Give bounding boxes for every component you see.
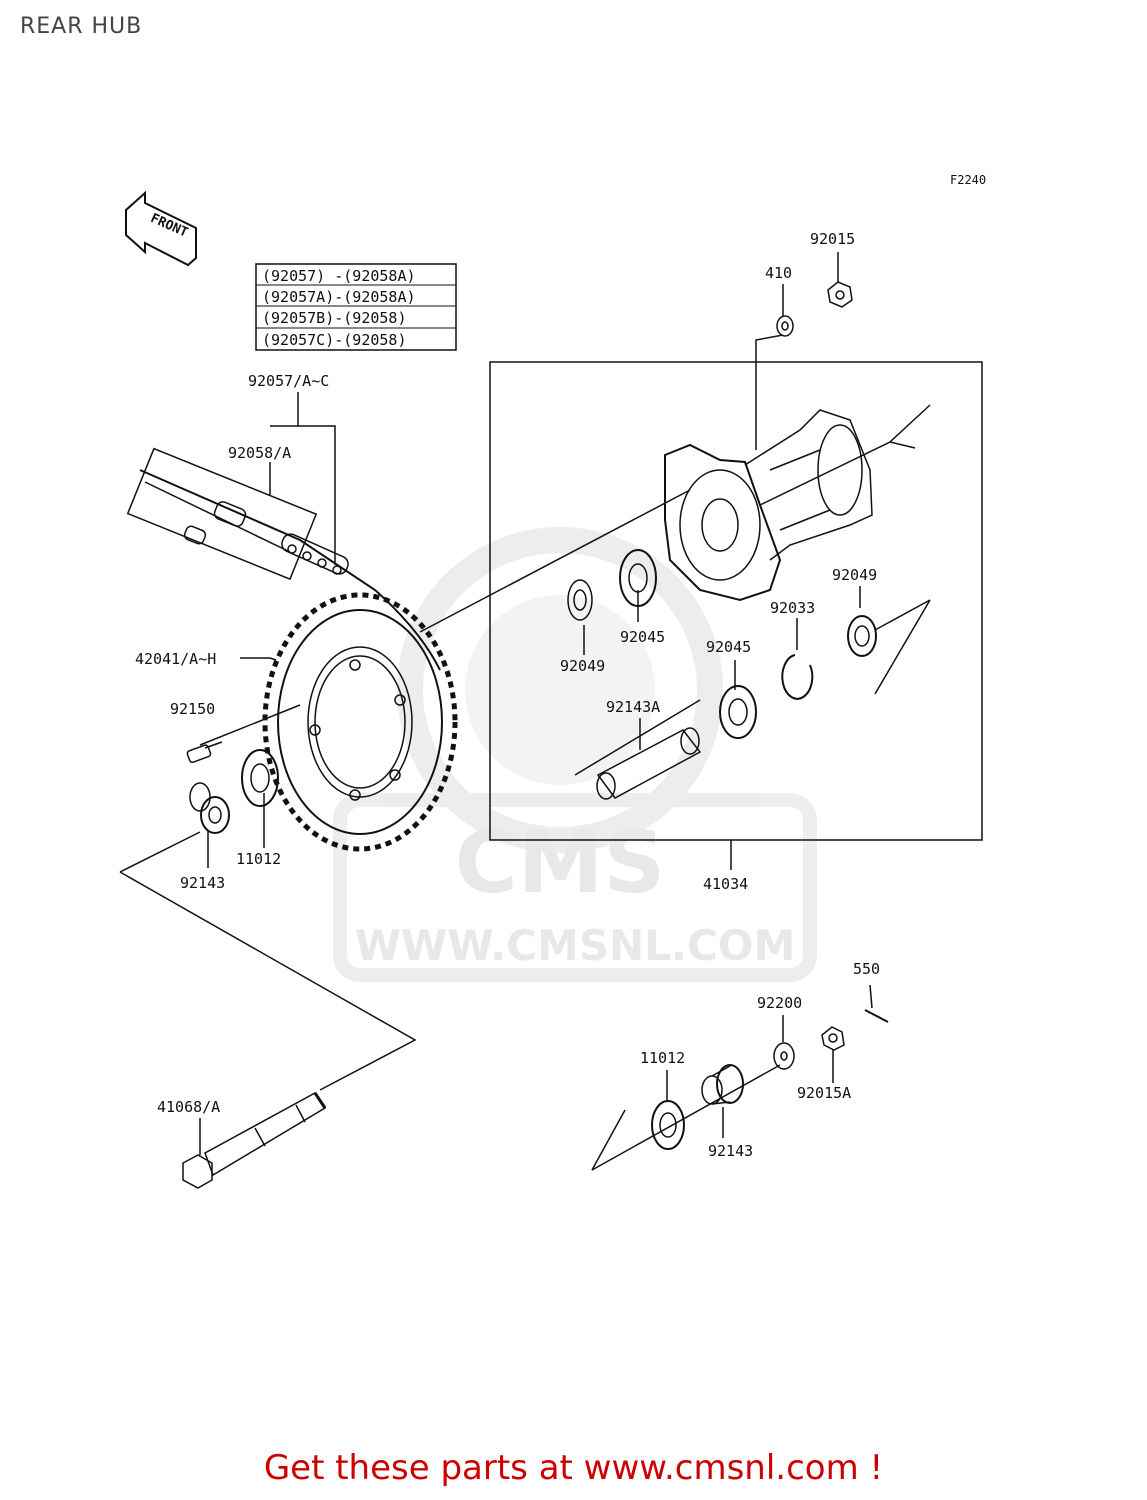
table-row: (92057B)-(92058) [262, 309, 407, 327]
bolt-92150 [186, 741, 223, 763]
master-link [183, 501, 247, 545]
part-label: 41034 [703, 875, 748, 893]
collar-92143A [596, 727, 702, 800]
part-label: 92143 [180, 874, 225, 892]
collar-92143-right [701, 1064, 744, 1105]
seal-11012-left [241, 749, 279, 807]
bearing-92045-mid [619, 549, 657, 607]
part-label: 92015 [810, 230, 855, 248]
part-label: 92049 [832, 566, 877, 584]
part-label: 92143 [708, 1142, 753, 1160]
seal-92049-left [567, 579, 593, 621]
part-label: 41068/A [157, 1098, 220, 1116]
part-label: 92143A [606, 698, 660, 716]
hub-assembly-box [489, 361, 983, 841]
part-label: 410 [765, 264, 792, 282]
part-label: 92015A [797, 1084, 851, 1102]
front-arrow-icon: FRONT [125, 190, 197, 267]
chain-links [281, 533, 349, 575]
washer-410 [776, 315, 794, 337]
part-label: 92200 [757, 994, 802, 1012]
part-label: 92045 [706, 638, 751, 656]
part-label: 42041/A~H [135, 650, 216, 668]
cotter-pin-550 [864, 1009, 889, 1023]
wheel-hub [664, 409, 873, 602]
seal-11012-right [651, 1100, 685, 1150]
part-label: 92058/A [228, 444, 291, 462]
part-label: 92057/A~C [248, 372, 329, 390]
rear-sprocket [262, 592, 458, 852]
washer-92200 [773, 1042, 795, 1070]
table-row: (92057) -(92058A) [262, 267, 416, 285]
table-row: (92057A)-(92058A) [262, 288, 416, 306]
page-title: REAR HUB [20, 14, 143, 39]
rear-hub-diagram: CMS WWW.CMSNL.COM F2240 FRONT (92057) -(… [119, 173, 986, 1189]
part-label: 92033 [770, 599, 815, 617]
footer-link[interactable]: Get these parts at www.cmsnl.com ! [263, 1448, 884, 1488]
part-label: 550 [853, 960, 880, 978]
figure-code: F2240 [950, 173, 986, 187]
circlip-92033 [781, 654, 814, 700]
watermark-logo: CMS [455, 813, 666, 913]
part-label: 11012 [236, 850, 281, 868]
collar-92143-left [189, 782, 230, 834]
part-labels: 92015 410 92057/A~C 92058/A 92049 92033 … [135, 230, 880, 1160]
nut-92015A [821, 1026, 845, 1051]
chain-reference-table: (92057) -(92058A) (92057A)-(92058A) (920… [255, 263, 457, 351]
part-label: 92150 [170, 700, 215, 718]
part-label: 92045 [620, 628, 665, 646]
watermark: CMS WWW.CMSNL.COM [333, 527, 817, 982]
part-label: 11012 [640, 1049, 685, 1067]
seal-92049-right [847, 615, 877, 657]
part-label: 92049 [560, 657, 605, 675]
table-row: (92057C)-(92058) [262, 331, 407, 349]
watermark-url: WWW.CMSNL.COM [355, 921, 796, 970]
bearing-92045-right [719, 685, 757, 739]
rear-axle-41068 [182, 1092, 327, 1189]
nut-92015 [827, 281, 853, 308]
